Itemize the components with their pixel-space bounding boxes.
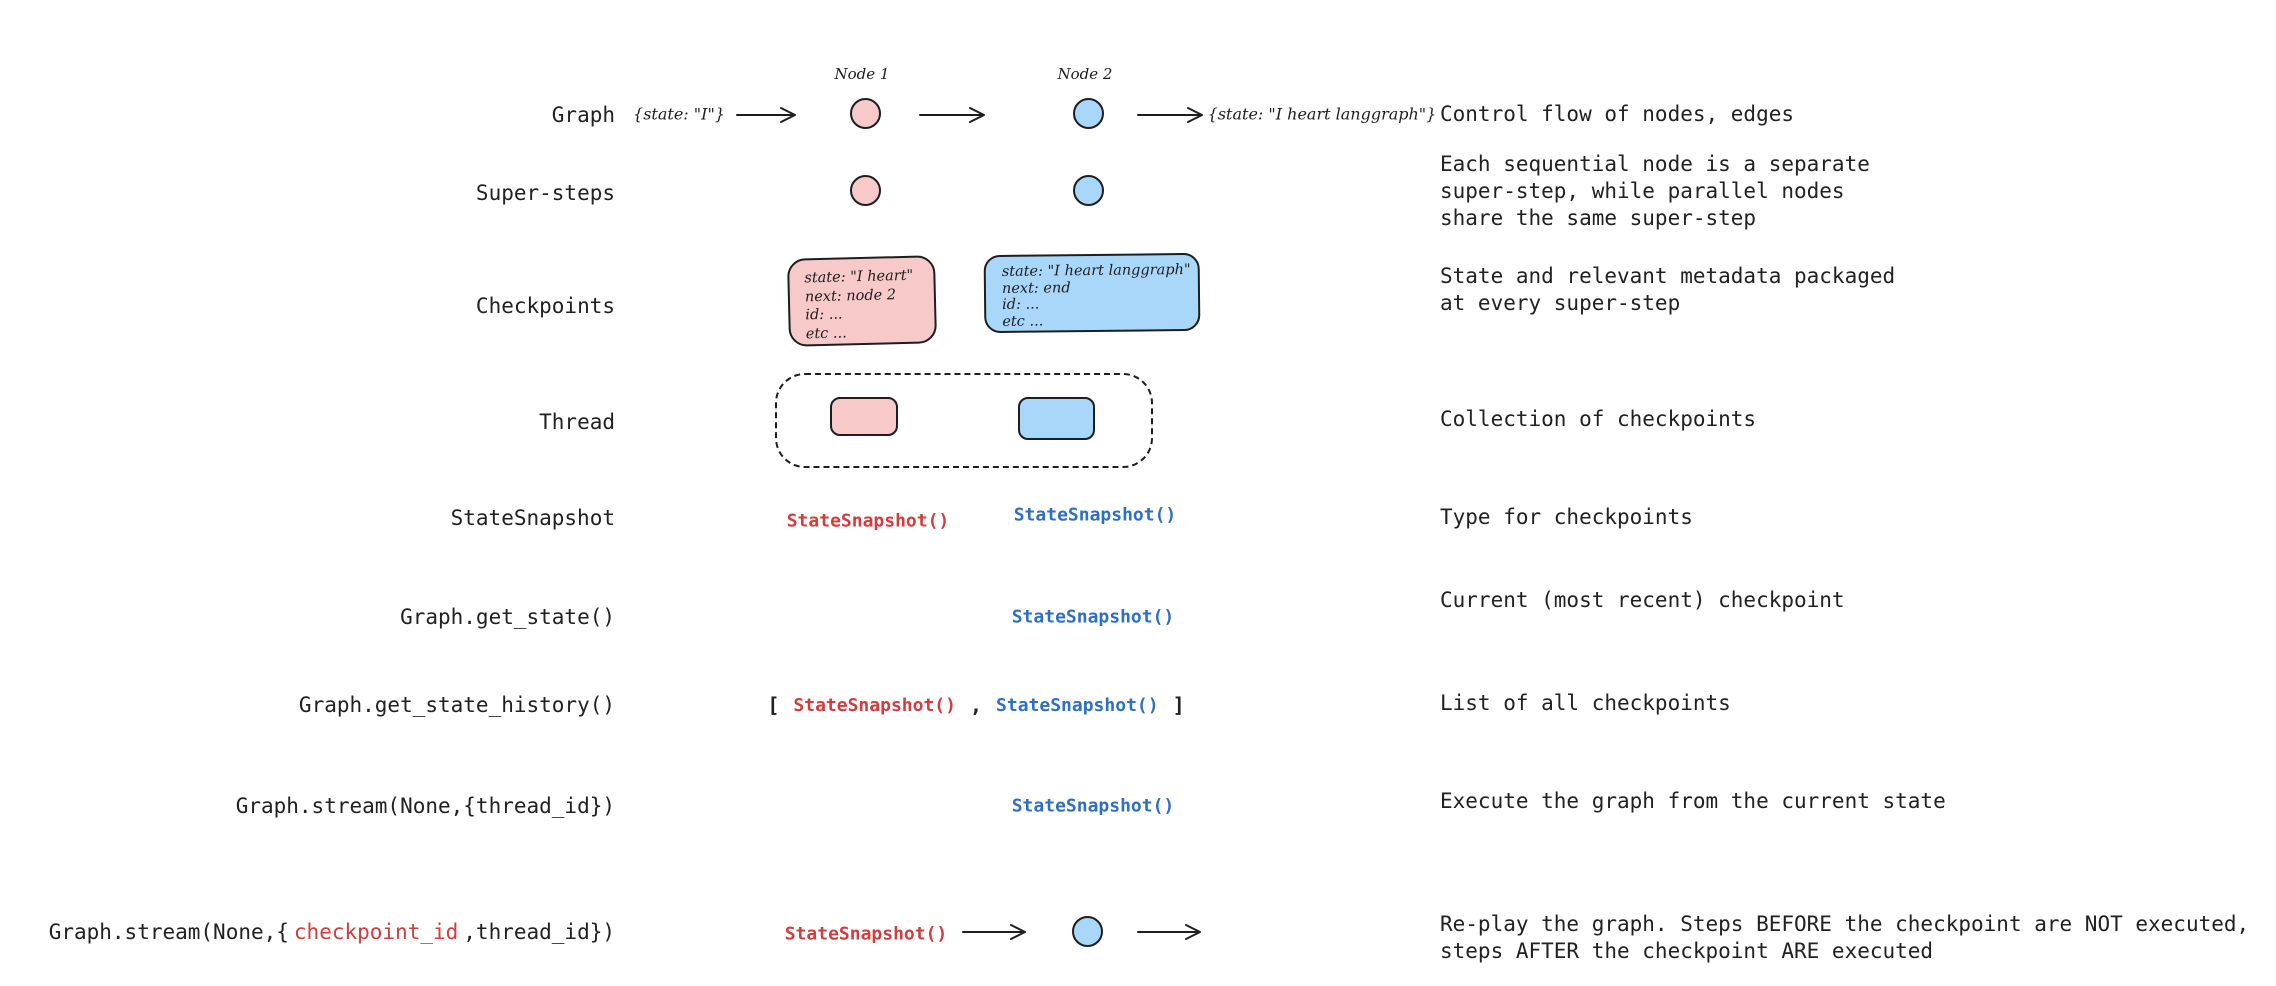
row-label-thread: Thread	[539, 410, 615, 434]
output-state-annotation: {state: "I heart langgraph"}	[1207, 104, 1437, 124]
list-comma: ,	[969, 693, 983, 717]
row-label-super-steps: Super-steps	[475, 181, 615, 205]
red-statesnapshot-code: StateSnapshot()	[786, 510, 950, 532]
node2-circle	[1073, 98, 1104, 129]
row-label-statesnapshot: StateSnapshot	[450, 506, 615, 530]
blue-statesnapshot-code: StateSnapshot()	[1013, 504, 1177, 526]
checkpoint-line: id: ...	[1002, 296, 1040, 313]
arrow-right-icon	[919, 107, 985, 123]
blue-statesnapshot-code: StateSnapshot()	[1011, 606, 1175, 628]
arrow-right-icon	[962, 924, 1026, 940]
row-label-stream-thread: Graph.stream(None,{thread_id})	[235, 794, 615, 818]
close-bracket: ]	[1172, 693, 1185, 717]
open-bracket: [	[767, 693, 780, 717]
checkpoint-line: etc ...	[805, 324, 847, 342]
thread-pink-checkpoint	[830, 397, 898, 436]
row-label-checkpoints: Checkpoints	[475, 294, 615, 318]
thread-blue-checkpoint	[1018, 397, 1095, 440]
super-step-node1-circle	[850, 175, 881, 206]
arrow-right-icon	[1137, 107, 1203, 123]
checkpoint-line: etc ...	[1002, 313, 1044, 330]
super-step-node2-circle	[1073, 175, 1104, 206]
blue-statesnapshot-code: StateSnapshot()	[996, 694, 1159, 716]
desc-get-state: Current (most recent) checkpoint	[1440, 588, 1845, 612]
arrow-right-icon	[1137, 924, 1201, 940]
node2-label: Node 2	[1057, 65, 1113, 83]
desc-stream-checkpoint: Re-play the graph. Steps BEFORE the chec…	[1440, 912, 2250, 963]
checkpoint-id-highlight: checkpoint_id	[293, 920, 459, 944]
red-statesnapshot-code: StateSnapshot()	[793, 694, 956, 716]
desc-thread: Collection of checkpoints	[1440, 407, 1757, 431]
checkpoint-blue-box: state: "I heart langgraph" next: end id:…	[983, 252, 1201, 334]
thread-dashed-box	[775, 373, 1153, 468]
desc-stream-thread: Execute the graph from the current state	[1440, 789, 1946, 813]
desc-super-steps: Each sequential node is a separate super…	[1440, 152, 1870, 230]
stream-checkpoint-suffix: ,thread_id})	[463, 920, 615, 944]
checkpoint-pink-box: state: "I heart" next: node 2 id: ... et…	[786, 255, 938, 347]
stream-checkpoint-prefix: Graph.stream(None,{	[48, 920, 289, 944]
checkpoint-line: next: end	[1001, 279, 1071, 297]
desc-checkpoints: State and relevant metadata packaged at …	[1440, 264, 1896, 315]
node1-label: Node 1	[834, 65, 890, 83]
node1-circle	[850, 98, 881, 129]
desc-get-state-history: List of all checkpoints	[1440, 691, 1731, 715]
row-label-get-state: Graph.get_state()	[400, 605, 615, 629]
checkpoint-line: state: "I heart langgraph"	[1001, 261, 1191, 280]
checkpoint-line: state: "I heart"	[804, 267, 914, 287]
row-label-graph: Graph	[551, 103, 615, 127]
snapshot-list: [ StateSnapshot() , StateSnapshot() ]	[767, 693, 1184, 717]
input-state-annotation: {state: "I"}	[633, 104, 725, 124]
desc-statesnapshot: Type for checkpoints	[1440, 505, 1693, 529]
arrow-right-icon	[736, 107, 796, 123]
red-statesnapshot-code: StateSnapshot()	[784, 923, 948, 945]
row-label-get-state-history: Graph.get_state_history()	[298, 693, 615, 717]
replay-node-circle	[1072, 916, 1103, 947]
desc-graph: Control flow of nodes, edges	[1440, 102, 1795, 126]
row-label-stream-checkpoint: Graph.stream(None,{checkpoint_id,thread_…	[49, 920, 615, 944]
blue-statesnapshot-code: StateSnapshot()	[1011, 795, 1175, 817]
